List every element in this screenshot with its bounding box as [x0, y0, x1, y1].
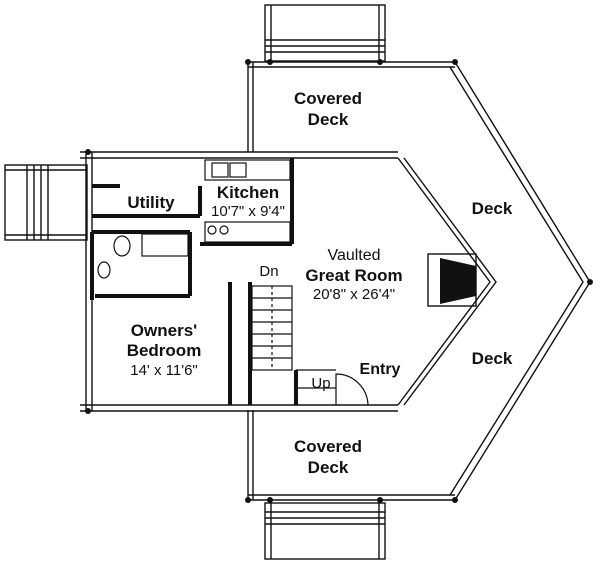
posts — [85, 59, 593, 503]
bottom-stairs — [264, 502, 386, 560]
great-room-label: Vaulted Great Room 20'8" x 26'4" — [305, 247, 403, 303]
owners-bedroom-label: Owners' Bedroom 14' x 11'6" — [126, 321, 202, 379]
covered-deck-bottom-outline — [247, 410, 455, 501]
deck-upper-label: Deck — [471, 199, 513, 218]
stairs-down-label: Dn — [259, 263, 279, 280]
covered-deck-top-label: Covered Deck — [293, 89, 363, 129]
kitchen-counters — [204, 159, 291, 243]
deck-lower-label: Deck — [471, 349, 513, 368]
interior-stairs — [251, 285, 336, 389]
utility-side-stairs — [4, 164, 88, 241]
entry-door[interactable] — [335, 373, 369, 406]
entry-label: Entry — [359, 361, 401, 378]
utility-label: Utility — [127, 193, 175, 212]
interior-walls — [90, 158, 298, 405]
kitchen-label: Kitchen 10'7" x 9'4" — [211, 183, 285, 220]
top-stairs — [264, 4, 386, 62]
covered-deck-bottom-label: Covered Deck — [293, 437, 363, 477]
bath-fixtures — [97, 233, 189, 279]
hex-deck-rails — [397, 61, 591, 501]
stairs-up-label: Up — [311, 375, 331, 392]
fireplace — [427, 253, 477, 307]
covered-deck-top-outline — [247, 61, 455, 152]
